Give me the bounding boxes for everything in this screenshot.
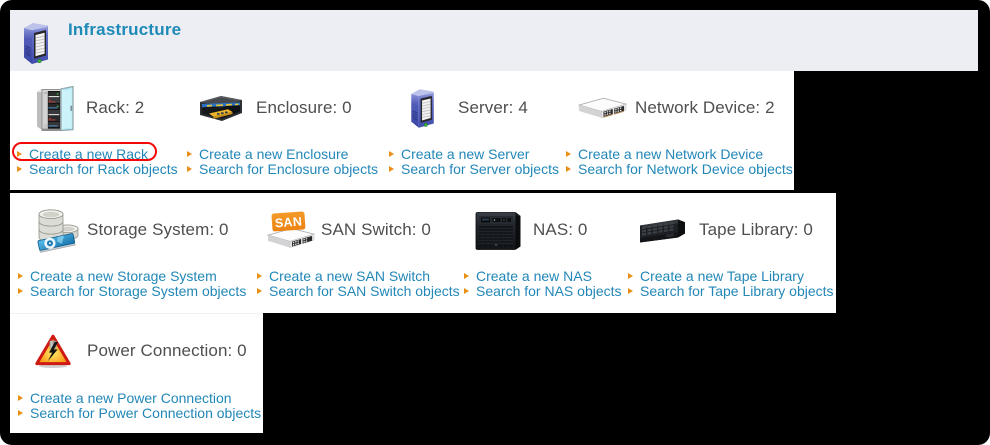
bullet-icon	[464, 273, 469, 279]
search-link-row: Search for Storage System objects	[18, 284, 246, 299]
create-link-row: Create a new SAN Switch	[257, 269, 460, 284]
create-link-row: Create a new Rack	[17, 147, 178, 162]
search-rack-link[interactable]: Search for Rack objects	[29, 161, 178, 177]
create-storage-system-link[interactable]: Create a new Storage System	[30, 268, 217, 284]
create-power-connection-link[interactable]: Create a new Power Connection	[30, 390, 232, 406]
search-server-link[interactable]: Search for Server objects	[401, 161, 559, 177]
create-nas-link[interactable]: Create a new NAS	[476, 268, 592, 284]
search-link-row: Search for Rack objects	[17, 162, 178, 177]
category-title: Rack: 2	[86, 98, 145, 117]
bullet-icon	[18, 288, 23, 294]
rack-icon	[35, 83, 75, 133]
bullet-icon	[389, 151, 394, 157]
bullet-icon	[257, 273, 262, 279]
create-rack-link[interactable]: Create a new Rack	[29, 146, 149, 162]
create-link-row: Create a new Tape Library	[628, 269, 834, 284]
bullet-icon	[566, 166, 571, 172]
create-server-link[interactable]: Create a new Server	[401, 146, 530, 162]
bullet-icon	[628, 288, 633, 294]
category-row-1: Rack: 2 Create a new Rack Search for Rac…	[10, 71, 794, 190]
search-enclosure-link[interactable]: Search for Enclosure objects	[199, 161, 378, 177]
header-bar: Infrastructure	[10, 10, 978, 71]
create-link-row: Create a new Power Connection	[18, 391, 261, 406]
bullet-icon	[187, 151, 192, 157]
category-title: Storage System: 0	[87, 220, 229, 239]
tape-library-icon	[638, 216, 686, 244]
search-link-row: Search for Power Connection objects	[18, 406, 261, 421]
category-title: Power Connection: 0	[87, 341, 247, 360]
san-switch-icon: SAN	[266, 211, 316, 249]
bullet-icon	[566, 151, 571, 157]
bullet-icon	[389, 166, 394, 172]
bullet-icon	[464, 288, 469, 294]
category-row-2: Storage System: 0 Create a new Storage S…	[10, 193, 836, 313]
create-san-switch-link[interactable]: Create a new SAN Switch	[269, 268, 431, 284]
search-nas-link[interactable]: Search for NAS objects	[476, 283, 622, 299]
nas-icon	[474, 208, 522, 253]
bullet-icon	[187, 166, 192, 172]
search-san-switch-link[interactable]: Search for SAN Switch objects	[269, 283, 460, 299]
category-title: Network Device: 2	[635, 98, 775, 117]
category-title: NAS: 0	[533, 220, 588, 239]
create-link-row: Create a new Server	[389, 147, 559, 162]
infrastructure-icon	[20, 19, 52, 67]
search-link-row: Search for SAN Switch objects	[257, 284, 460, 299]
storage-system-icon	[37, 207, 79, 253]
bullet-icon	[257, 288, 262, 294]
search-link-row: Search for Network Device objects	[566, 162, 793, 177]
enclosure-icon	[198, 92, 244, 124]
bullet-icon	[17, 151, 22, 157]
page-title: Infrastructure	[68, 20, 182, 39]
create-network-device-link[interactable]: Create a new Network Device	[578, 146, 764, 162]
category-title: SAN Switch: 0	[321, 220, 431, 239]
search-link-row: Search for NAS objects	[464, 284, 622, 299]
bullet-icon	[18, 273, 23, 279]
search-link-row: Search for Tape Library objects	[628, 284, 834, 299]
create-tape-library-link[interactable]: Create a new Tape Library	[640, 268, 804, 284]
create-link-row: Create a new NAS	[464, 269, 622, 284]
create-link-row: Create a new Storage System	[18, 269, 246, 284]
network-device-icon	[577, 97, 628, 120]
category-title: Server: 4	[458, 98, 528, 117]
bullet-icon	[628, 273, 633, 279]
search-storage-system-link[interactable]: Search for Storage System objects	[30, 283, 247, 299]
create-link-row: Create a new Network Device	[566, 147, 793, 162]
search-link-row: Search for Enclosure objects	[187, 162, 378, 177]
server-icon	[407, 86, 438, 131]
category-title: Tape Library: 0	[699, 220, 813, 239]
category-row-3: Power Connection: 0 Create a new Power C…	[10, 313, 263, 433]
search-link-row: Search for Server objects	[389, 162, 559, 177]
bullet-icon	[17, 166, 22, 172]
bullet-icon	[18, 410, 23, 416]
category-title: Enclosure: 0	[256, 98, 352, 117]
svg-text:SAN: SAN	[274, 215, 302, 231]
create-enclosure-link[interactable]: Create a new Enclosure	[199, 146, 349, 162]
search-power-connection-link[interactable]: Search for Power Connection objects	[30, 405, 262, 421]
create-link-row: Create a new Enclosure	[187, 147, 378, 162]
search-network-device-link[interactable]: Search for Network Device objects	[578, 161, 793, 177]
power-connection-icon	[34, 332, 72, 370]
search-tape-library-link[interactable]: Search for Tape Library objects	[640, 283, 834, 299]
bullet-icon	[18, 395, 23, 401]
